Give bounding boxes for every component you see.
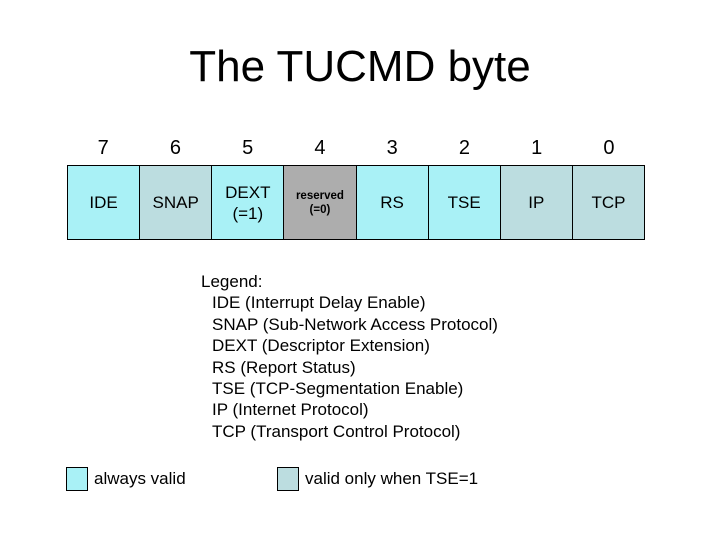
bit-cell-sublabel: (=1) xyxy=(232,203,264,223)
legend-item-ide: IDE (Interrupt Delay Enable) xyxy=(212,293,426,313)
bit-cell-label: TSE xyxy=(447,193,481,212)
tse-valid-swatch xyxy=(277,466,299,491)
slide-title: The TUCMD byte xyxy=(189,42,531,91)
tse-valid-label: valid only when TSE=1 xyxy=(305,468,479,488)
bit-number-4: 4 xyxy=(314,137,326,159)
bit-cell-tcp: TCP xyxy=(572,166,644,239)
bit-cell-rs: RS xyxy=(356,166,429,239)
bit-cell-label: SNAP xyxy=(152,193,199,212)
always-valid-swatch xyxy=(66,466,88,491)
bit-number-0: 0 xyxy=(603,137,615,159)
bit-cell-label: DEXT xyxy=(225,182,271,202)
bit-number-5: 5 xyxy=(242,137,254,159)
color-key-always-valid: always valid xyxy=(66,465,186,492)
bit-cell-label: IDE xyxy=(89,193,118,212)
always-valid-label: always valid xyxy=(94,468,186,488)
bit-cell-sublabel: (=0) xyxy=(309,203,331,216)
bit-cell-reserved: reserved (=0) xyxy=(284,166,357,239)
bit-number-7: 7 xyxy=(97,137,109,159)
legend-item-tcp: TCP (Transport Control Protocol) xyxy=(212,421,461,441)
legend-item-rs: RS (Report Status) xyxy=(212,357,356,377)
legend-item-dext: DEXT (Descriptor Extension) xyxy=(212,336,430,356)
bit-cell-tse: TSE xyxy=(428,166,501,239)
bit-numbers-row: 7 6 5 4 3 2 1 0 xyxy=(67,136,645,160)
bit-number-2: 2 xyxy=(458,137,470,159)
bit-cell-ip: IP xyxy=(500,166,573,239)
bit-number-3: 3 xyxy=(386,137,398,159)
legend-heading: Legend: xyxy=(201,272,263,291)
bit-cell-label: reserved xyxy=(295,189,344,202)
legend-item-ip: IP (Internet Protocol) xyxy=(212,400,369,420)
bit-cell-dext: DEXT (=1) xyxy=(212,166,285,239)
bitfield-table: IDE SNAP DEXT (=1) reserved (=0) RS TSE xyxy=(67,165,645,240)
legend-block: Legend: IDE (Interrupt Delay Enable) SNA… xyxy=(201,271,498,442)
bit-cell-label: TCP xyxy=(591,193,626,212)
bit-number-6: 6 xyxy=(169,137,181,159)
legend-item-tse: TSE (TCP-Segmentation Enable) xyxy=(212,379,464,399)
tucmd-bitfield-diagram: 7 6 5 4 3 2 1 0 IDE SNAP DEXT (=1) reser xyxy=(67,136,645,240)
bit-cell-snap: SNAP xyxy=(140,166,213,239)
bit-cell-label: IP xyxy=(528,193,545,212)
legend-item-snap: SNAP (Sub-Network Access Protocol) xyxy=(212,314,498,334)
bit-cell-ide: IDE xyxy=(68,166,141,239)
color-key-tse-valid: valid only when TSE=1 xyxy=(277,465,478,492)
legend-items: IDE (Interrupt Delay Enable) SNAP (Sub-N… xyxy=(212,292,498,442)
bit-number-1: 1 xyxy=(531,137,543,159)
bit-cell-label: RS xyxy=(380,193,404,212)
